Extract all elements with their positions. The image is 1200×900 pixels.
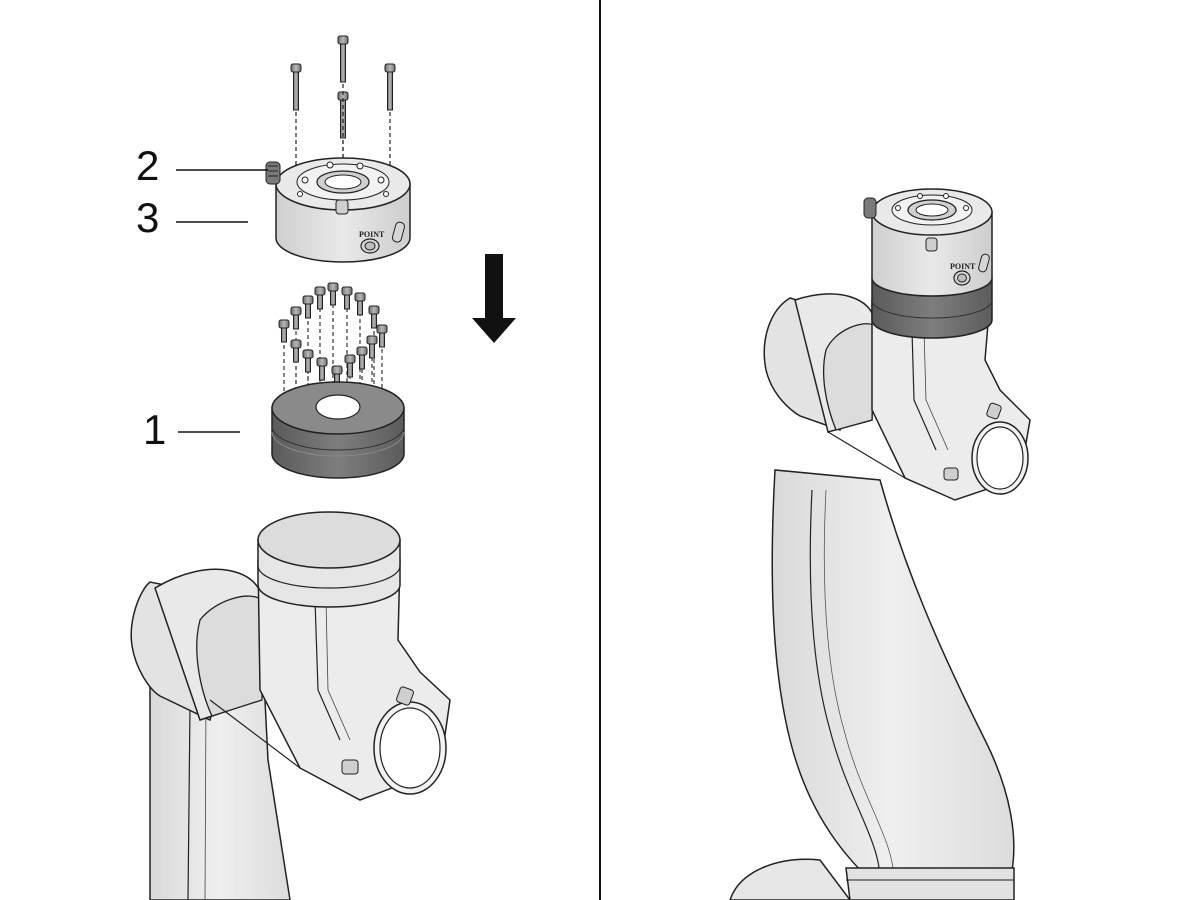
callout-1: 1 (143, 406, 167, 453)
mounting-flange (271, 381, 405, 479)
point-label-left: POINT (359, 230, 385, 239)
short-screw (376, 324, 388, 348)
short-screw (341, 286, 353, 310)
short-screw (290, 339, 302, 363)
short-screw (302, 295, 314, 319)
short-screw (327, 282, 339, 306)
short-screw (314, 286, 326, 310)
long-screw (384, 63, 396, 111)
right-panel: POINT (729, 188, 1031, 900)
down-arrow-icon (472, 254, 516, 343)
mounted-adapter: POINT (863, 188, 993, 297)
long-screw (337, 35, 349, 83)
short-screw (368, 305, 380, 329)
short-screw (354, 292, 366, 316)
tool-adapter-flange: POINT (265, 157, 411, 263)
short-screw (316, 357, 328, 381)
short-screw (302, 349, 314, 373)
short-screw (278, 319, 290, 343)
left-panel: POINT (130, 35, 516, 900)
callout-2: 2 (136, 142, 160, 189)
long-screw (290, 63, 302, 111)
callout-3: 3 (136, 194, 160, 241)
short-screw (366, 335, 378, 359)
robot-arm-left (130, 511, 451, 900)
short-screw (290, 306, 302, 330)
point-label-right: POINT (950, 262, 976, 271)
side-knob (265, 161, 281, 185)
short-screw (356, 346, 368, 370)
